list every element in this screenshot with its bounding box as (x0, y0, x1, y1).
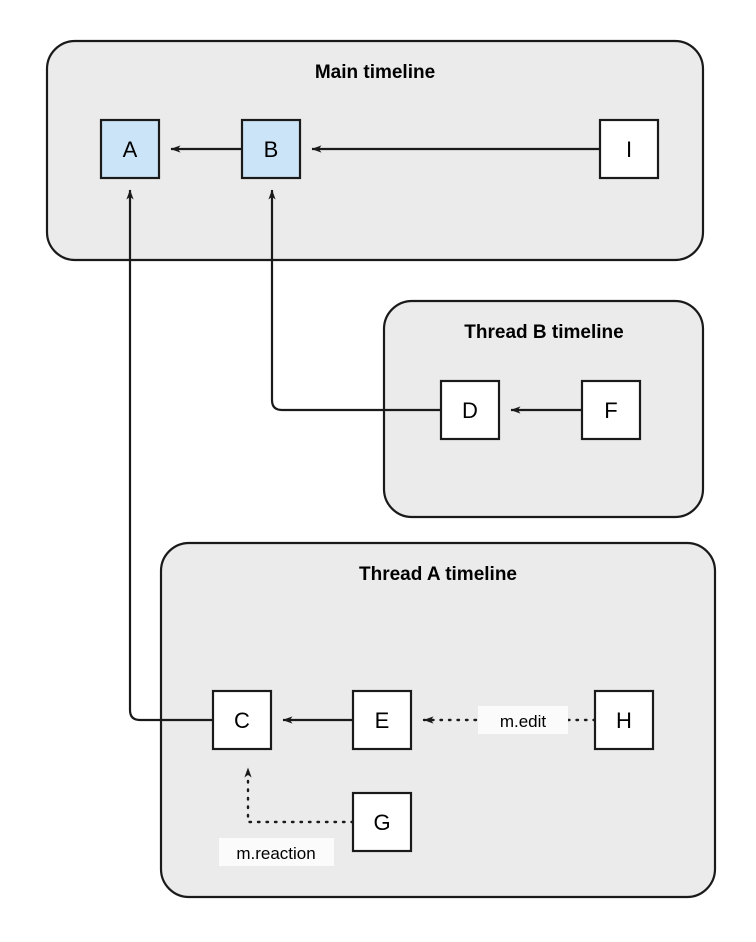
node-e-rect (351, 689, 413, 751)
node-b[interactable]: B (240, 118, 302, 180)
node-c-label: C (234, 708, 250, 733)
group-main-timeline-title: Main timeline (315, 62, 435, 83)
node-b-rect (240, 118, 302, 180)
node-f[interactable]: F (580, 379, 642, 441)
node-h-rect (593, 689, 655, 751)
node-i-rect (598, 118, 660, 180)
node-g[interactable]: G (351, 791, 413, 853)
node-d-label: D (462, 398, 478, 423)
node-b-label: B (264, 137, 279, 162)
node-g-label: G (373, 810, 390, 835)
node-h[interactable]: H (593, 689, 655, 751)
node-i[interactable]: I (598, 118, 660, 180)
node-g-rect (351, 791, 413, 853)
group-main-timeline[interactable]: Main timeline (45, 39, 705, 262)
node-a-rect (99, 118, 161, 180)
group-thread-a-timeline-title: Thread A timeline (359, 564, 517, 585)
edge-label-m-reaction-text: m.reaction (236, 844, 315, 863)
edge-c-to-a (126, 189, 213, 722)
node-c[interactable]: C (211, 689, 273, 751)
node-d[interactable]: D (439, 379, 501, 441)
edge-g-to-c (244, 766, 355, 824)
edge-label-m-reaction: m.reaction (219, 838, 334, 866)
group-main-timeline-rect (45, 39, 705, 262)
node-d-rect (439, 379, 501, 441)
edge-label-m-edit-bg (478, 706, 568, 734)
group-thread-b-timeline-title: Thread B timeline (464, 322, 623, 343)
node-e[interactable]: E (351, 689, 413, 751)
edge-d-to-b (268, 189, 441, 412)
node-f-rect (580, 379, 642, 441)
edge-label-m-edit-text: m.edit (500, 712, 547, 731)
edge-label-m-reaction-bg (219, 838, 334, 866)
node-a-label: A (123, 137, 138, 162)
node-e-label: E (375, 708, 390, 733)
edge-label-m-edit: m.edit (478, 706, 568, 734)
node-a[interactable]: A (99, 118, 161, 180)
node-h-label: H (616, 708, 632, 733)
node-c-rect (211, 689, 273, 751)
node-i-label: I (626, 137, 632, 162)
node-f-label: F (604, 398, 617, 423)
